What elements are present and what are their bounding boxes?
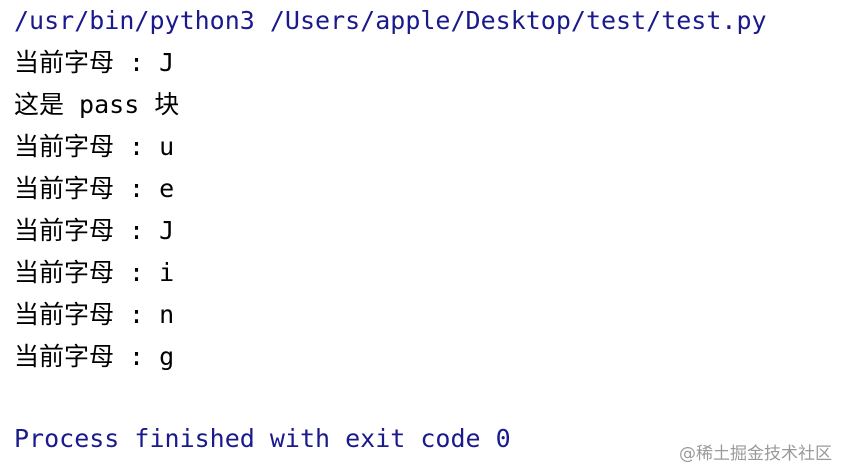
watermark: @稀土掘金技术社区: [679, 444, 832, 464]
output-line-2: 这是 pass 块: [14, 90, 180, 119]
output-line-8: 当前字母 : g: [14, 342, 175, 371]
output-line-4: 当前字母 : e: [14, 174, 175, 203]
output-line-7: 当前字母 : n: [14, 300, 175, 329]
output-line-1: 当前字母 : J: [14, 48, 175, 77]
output-line-3: 当前字母 : u: [14, 132, 175, 161]
command-line: /usr/bin/python3 /Users/apple/Desktop/te…: [14, 6, 767, 35]
output-line-5: 当前字母 : J: [14, 216, 175, 245]
run-console: /usr/bin/python3 /Users/apple/Desktop/te…: [14, 0, 834, 476]
exit-message: Process finished with exit code 0: [14, 424, 511, 453]
output-line-6: 当前字母 : i: [14, 258, 175, 287]
